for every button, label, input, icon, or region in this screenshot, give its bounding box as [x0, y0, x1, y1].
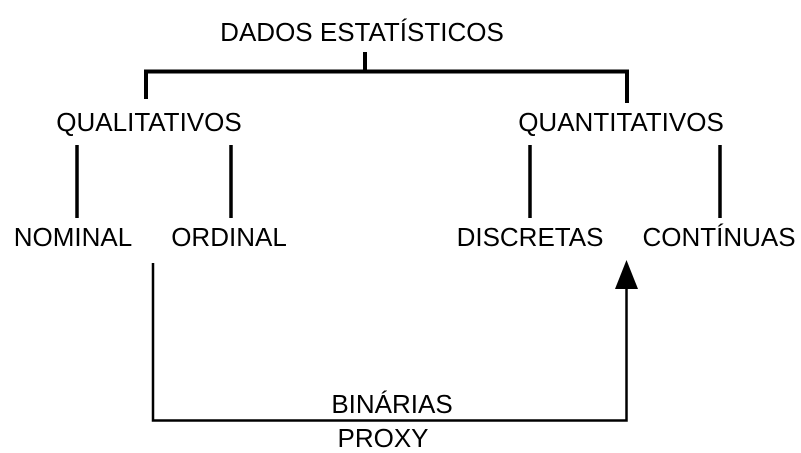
node-discretas: DISCRETAS: [456, 222, 604, 252]
node-qualitativos: QUALITATIVOS: [56, 107, 242, 137]
node-continuas: CONTÍNUAS: [642, 222, 796, 252]
node-quantitativos: QUANTITATIVOS: [518, 107, 724, 137]
node-nominal: NOMINAL: [13, 222, 133, 252]
annotation-proxy: PROXY: [337, 423, 429, 453]
node-ordinal: ORDINAL: [171, 222, 287, 252]
arrowhead-up-icon: [615, 260, 638, 289]
binarias-proxy-arrow-line: [151, 263, 628, 422]
annotation-binarias: BINÁRIAS: [331, 389, 453, 419]
node-dados-estatisticos: DADOS ESTATÍSTICOS: [220, 17, 504, 47]
root-bracket-line: [144, 69, 629, 103]
